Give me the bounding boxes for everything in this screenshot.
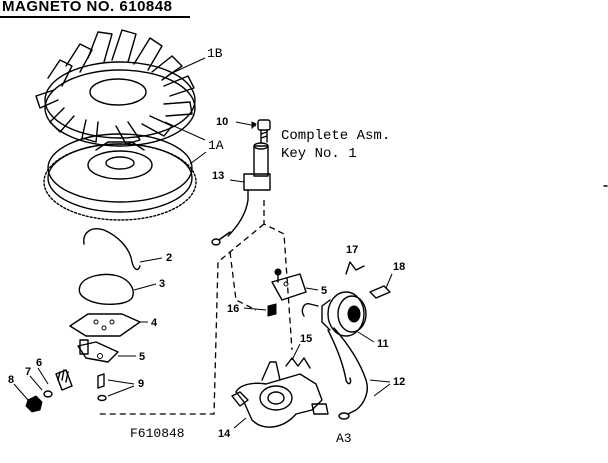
- note-complete-asm: Complete Asm.: [281, 128, 391, 144]
- callout-6: 6: [36, 357, 43, 369]
- part-17-key: [345, 261, 365, 275]
- part-5-bracket: [271, 268, 307, 301]
- page-code: A3: [336, 431, 352, 446]
- part-14-base: [231, 361, 329, 428]
- callout-7: 7: [25, 366, 32, 378]
- note-key-no: Key No. 1: [281, 146, 357, 162]
- callout-14: 14: [218, 428, 231, 440]
- callout-1B: 1B: [207, 46, 223, 61]
- callout-17: 17: [346, 244, 359, 256]
- callout-5-lower: 5: [139, 351, 146, 363]
- part-5-arm: [77, 339, 119, 363]
- callout-8: 8: [8, 374, 15, 386]
- callout-12: 12: [393, 376, 406, 388]
- part-3-cover: [78, 273, 134, 305]
- callout-15: 15: [300, 333, 313, 345]
- flywheel-fan: [35, 29, 196, 147]
- callout-13: 13: [212, 170, 225, 182]
- part-10-screw: [257, 119, 271, 143]
- callout-5-upper: 5: [321, 285, 328, 297]
- flywheel: [43, 133, 197, 221]
- part-11-coil: [301, 291, 367, 337]
- part-12-leads: [327, 327, 368, 420]
- part-9-screws: [97, 373, 107, 402]
- part-13-condenser: [211, 142, 271, 246]
- callout-2: 2: [166, 252, 173, 264]
- callout-11: 11: [377, 338, 389, 350]
- callout-16: 16: [227, 303, 240, 315]
- part-6-spring-clip: [55, 369, 73, 391]
- part-8-nut: [25, 395, 43, 413]
- callout-4: 4: [151, 317, 158, 329]
- part-4-plate: [69, 313, 141, 337]
- callout-18: 18: [393, 261, 406, 273]
- callout-1A: 1A: [208, 138, 224, 153]
- callout-9: 9: [138, 378, 145, 390]
- part-code: F610848: [130, 426, 185, 441]
- part-18-tab: [369, 285, 391, 299]
- assembly-guide-lines: [98, 200, 293, 415]
- callout-3: 3: [159, 278, 166, 290]
- part-15-spring: [285, 357, 311, 369]
- part-2-spring: [83, 228, 141, 271]
- title-rule: [0, 16, 190, 18]
- diagram-title: MAGNETO NO. 610848: [2, 0, 173, 15]
- part-16-clip: [267, 303, 277, 317]
- callout-10: 10: [216, 116, 229, 128]
- part-7-washer: [43, 390, 53, 398]
